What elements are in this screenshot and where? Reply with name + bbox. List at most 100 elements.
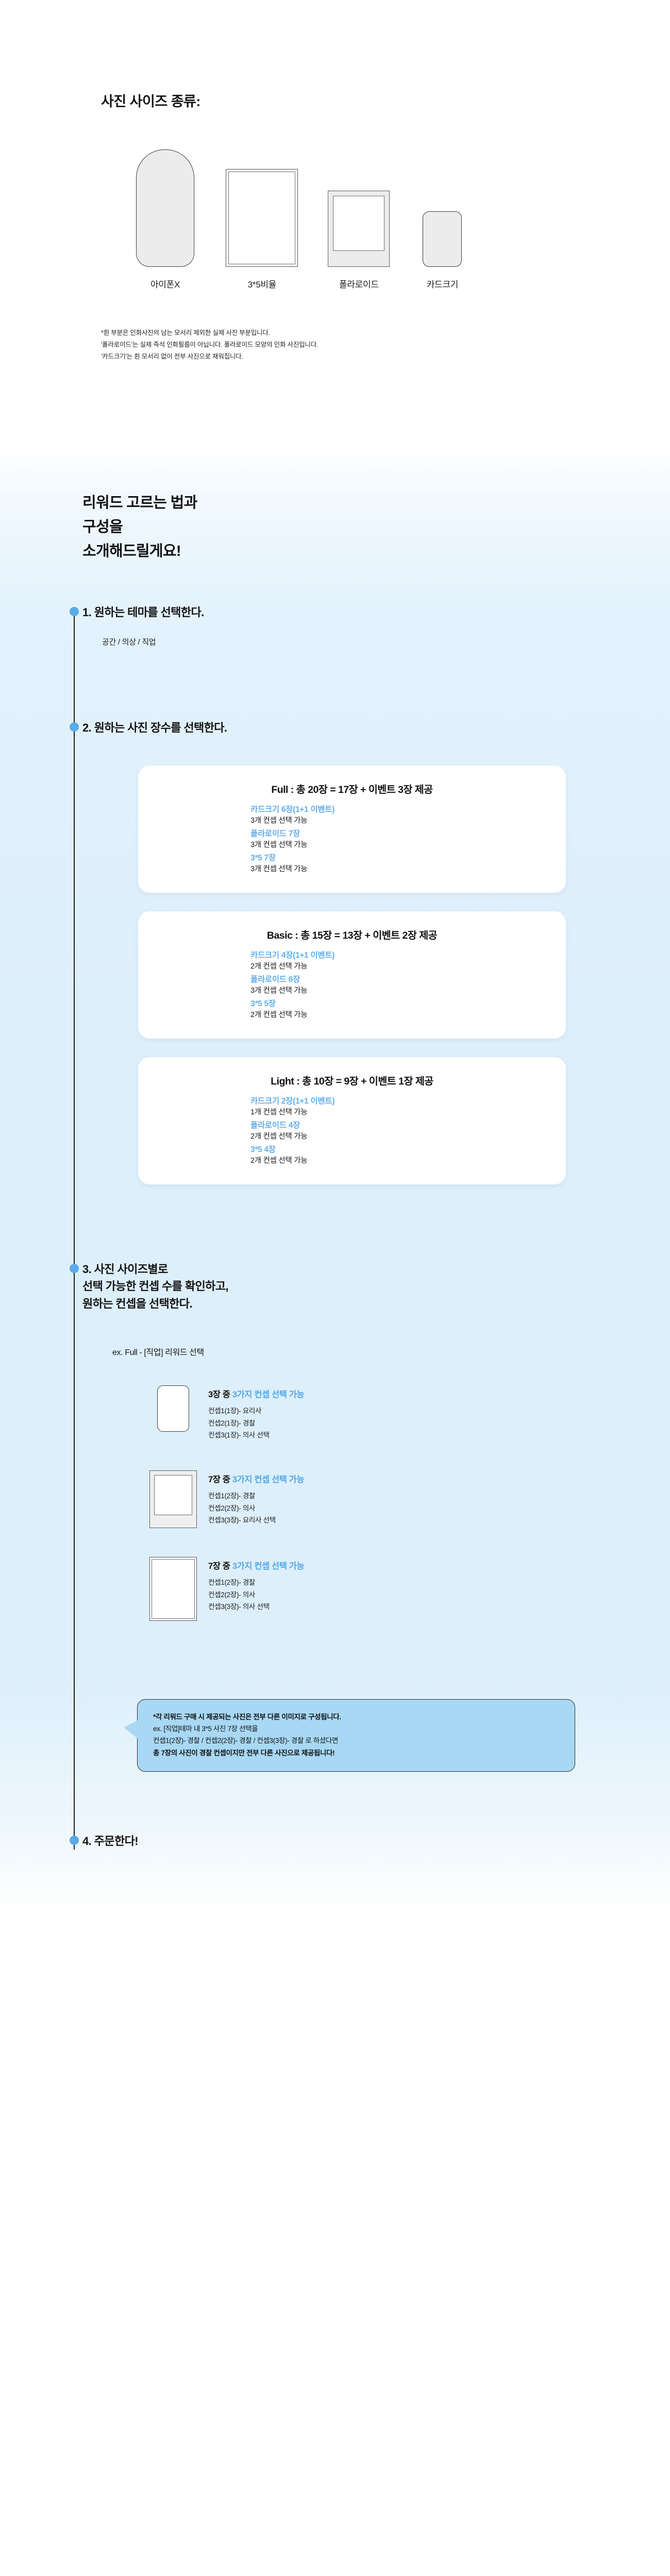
spacer — [0, 1203, 670, 1261]
reward-line-size: 카드크기 2장(1+1 이벤트) — [250, 1096, 335, 1106]
spacer — [0, 647, 670, 719]
reward-line-size: 카드크기 6장(1+1 이벤트) — [250, 805, 335, 814]
reward-card-lines: 카드크기 6장(1+1 이벤트) 3개 컨셉 선택 가능 폴라로이드 7장 3개… — [138, 803, 566, 874]
iphone-frame-wrap — [136, 133, 194, 267]
reward-line-desc: 2개 컨셉 선택 가능 — [250, 1156, 308, 1165]
step-3-heading-line: 3. 사진 사이즈별로 — [82, 1262, 168, 1276]
spacer — [0, 1650, 670, 1699]
reward-card-lines: 카드크기 4장(1+1 이벤트) 2개 컨셉 선택 가능 폴라로이드 6장 3개… — [138, 949, 566, 1020]
photo-sizes-note-line: *흰 부분은 인화사진의 남는 모서리 제외한 실제 사진 부분입니다. — [101, 329, 270, 336]
reward-line-desc: 3개 컨셉 선택 가능 — [250, 816, 308, 825]
example-body: 7장 중 3가지 컨셉 선택 가능 컨셉1(2장)- 경찰 컨셉2(2장)- 의… — [208, 1470, 305, 1527]
photo-sizes-row: 아이폰X 3*5비율 폴라로이드 — [118, 133, 478, 290]
reward-card-lines: 카드크기 2장(1+1 이벤트) 1개 컨셉 선택 가능 폴라로이드 4장 2개… — [138, 1095, 566, 1165]
reward-line-desc: 3개 컨셉 선택 가능 — [250, 986, 308, 995]
example-item: 컨셉2(1장)- 경찰 — [208, 1419, 256, 1427]
step-4-heading: 4. 주문한다! — [82, 1834, 139, 1848]
example-head: 3장 중 3가지 컨셉 선택 가능 — [208, 1387, 305, 1400]
reward-line-size: 3*5 4장 — [250, 1145, 276, 1154]
example-body: 7장 중 3가지 컨셉 선택 가능 컨셉1(2장)- 경찰 컨셉2(2장)- 의… — [208, 1557, 305, 1613]
photo-3x5-frame-icon — [149, 1556, 197, 1621]
bubble-line: ex. [직업]테마 내 3*5 사진 7장 선택을 — [153, 1725, 258, 1733]
example-head-highlight: 3가지 컨셉 선택 가능 — [232, 1475, 305, 1484]
size-label-3x5: 3*5비율 — [247, 280, 277, 290]
example-body: 3장 중 3가지 컨셉 선택 가능 컨셉1(1장)- 요리사 컨셉2(1장)- … — [208, 1385, 305, 1442]
example-head: 7장 중 3가지 컨셉 선택 가능 — [208, 1559, 305, 1571]
polaroid-frame-icon — [149, 1470, 197, 1528]
example-rows: 3장 중 3가지 컨셉 선택 가능 컨셉1(1장)- 요리사 컨셉2(1장)- … — [138, 1385, 670, 1621]
reward-card-full[interactable]: Full : 총 20장 = 17장 + 이벤트 3장 제공 카드크기 6장(1… — [138, 765, 566, 893]
reward-line-size: 3*5 5장 — [250, 999, 276, 1008]
example-head-prefix: 7장 중 — [208, 1561, 232, 1571]
size-label-polaroid: 폴라로이드 — [339, 280, 379, 290]
step-3-heading: 3. 사진 사이즈별로 선택 가능한 컨셉 수를 확인하고, 원하는 컨셉을 선… — [82, 1261, 670, 1312]
iphone-frame-icon — [136, 149, 194, 267]
example-row-polaroid: 7장 중 3가지 컨셉 선택 가능 컨셉1(2장)- 경찰 컨셉2(2장)- 의… — [138, 1470, 670, 1528]
step-3-heading-line: 선택 가능한 컨셉 수를 확인하고, — [82, 1280, 228, 1293]
example-item: 컨셉1(1장)- 요리사 — [208, 1407, 262, 1415]
step-1-subtext: 공간 / 의상 / 직업 — [102, 638, 156, 647]
example-item: 컨셉1(2장)- 경찰 — [208, 1492, 256, 1500]
size-item-3x5: 3*5비율 — [213, 133, 311, 290]
example-item: 컨셉2(2장)- 의사 — [208, 1504, 256, 1512]
info-bubble: *각 리워드 구매 시 제공되는 사진은 전부 다른 이미지로 구성됩니다. e… — [123, 1699, 575, 1772]
step-3-heading-line: 원하는 컨셉을 선택한다. — [82, 1297, 193, 1310]
reward-line-size: 폴라로이드 4장 — [250, 1121, 300, 1130]
guide-heading-line: 소개해드릴게요! — [82, 543, 181, 560]
example-row-card: 3장 중 3가지 컨셉 선택 가능 컨셉1(1장)- 요리사 컨셉2(1장)- … — [138, 1385, 670, 1442]
reward-line-size: 카드크기 4장(1+1 이벤트) — [250, 951, 335, 960]
bubble-line: *각 리워드 구매 시 제공되는 사진은 전부 다른 이미지로 구성됩니다. — [153, 1713, 341, 1721]
reward-line-size: 3*5 7장 — [250, 853, 276, 862]
size-item-card: 카드크기 — [407, 133, 478, 290]
example-thumb-polaroid — [138, 1470, 208, 1528]
size-label-card: 카드크기 — [426, 280, 459, 290]
polaroid-inner — [333, 196, 385, 251]
guide-heading-line: 리워드 고르는 법과 — [82, 495, 197, 511]
polaroid-inner — [154, 1475, 192, 1515]
spacer — [0, 737, 670, 766]
card-size-frame-wrap — [423, 133, 462, 267]
example-head-highlight: 3가지 컨셉 선택 가능 — [232, 1390, 305, 1400]
timeline-line — [74, 609, 75, 1850]
timeline-dot-step-1 — [70, 606, 79, 616]
photo-sizes-note-line: '카드크기'는 흰 모서리 없이 전부 사진으로 채워집니다. — [101, 353, 243, 361]
reward-line-desc: 2개 컨셉 선택 가능 — [250, 1132, 308, 1141]
timeline-dot-step-4 — [70, 1835, 79, 1845]
reward-line-desc: 1개 컨셉 선택 가능 — [250, 1108, 308, 1116]
example-item: 컨셉3(3장)- 의사 선택 — [208, 1603, 270, 1611]
step-2: 2. 원하는 사진 장수를 선택한다. — [0, 719, 670, 736]
photo-sizes-section: 사진 사이즈 종류: 아이폰X 3*5비율 — [0, 0, 670, 451]
reward-cards-list: Full : 총 20장 = 17장 + 이벤트 3장 제공 카드크기 6장(1… — [138, 765, 566, 1184]
reward-card-title: Light : 총 10장 = 9장 + 이벤트 1장 제공 — [271, 1075, 433, 1087]
reward-card-basic[interactable]: Basic : 총 15장 = 13장 + 이벤트 2장 제공 카드크기 4장(… — [138, 911, 566, 1039]
photo-sizes-notes: *흰 부분은 인화사진의 남는 모서리 제외한 실제 사진 부분입니다. '폴라… — [101, 327, 670, 363]
polaroid-frame-icon — [328, 191, 390, 267]
guide-page: 사진 사이즈 종류: 아이폰X 3*5비율 — [0, 0, 670, 1912]
spacer — [0, 1312, 670, 1345]
polaroid-frame-wrap — [328, 133, 390, 267]
example-row-3x5: 7장 중 3가지 컨셉 선택 가능 컨셉1(2장)- 경찰 컨셉2(2장)- 의… — [138, 1556, 670, 1621]
example-head-highlight: 3가지 컨셉 선택 가능 — [232, 1561, 305, 1571]
reward-line-desc: 2개 컨셉 선택 가능 — [250, 962, 308, 971]
reward-card-light[interactable]: Light : 총 10장 = 9장 + 이벤트 1장 제공 카드크기 2장(1… — [138, 1057, 566, 1184]
photo-3x5-inner — [228, 172, 296, 264]
reward-line-size: 폴라로이드 6장 — [250, 975, 300, 984]
example-thumb-card — [138, 1385, 208, 1432]
reward-line-desc: 2개 컨셉 선택 가능 — [250, 1010, 308, 1019]
example-head-prefix: 3장 중 — [208, 1390, 232, 1400]
size-item-polaroid: 폴라로이드 — [311, 133, 407, 290]
step-1-heading: 1. 원하는 테마를 선택한다. — [82, 605, 204, 619]
example-item: 컨셉3(1장)- 의사 선택 — [208, 1431, 270, 1439]
bubble-line: 컨셉1(2장)- 경찰 / 컨셉2(2장)- 경찰 / 컨셉3(3장)- 경찰 … — [153, 1737, 339, 1745]
photo-3x5-inner — [152, 1558, 195, 1619]
timeline-dot-step-3 — [70, 1263, 79, 1273]
example-item: 컨셉1(2장)- 경찰 — [208, 1578, 256, 1586]
size-label-iphone: 아이폰X — [150, 280, 180, 290]
reward-card-title: Basic : 총 15장 = 13장 + 이벤트 2장 제공 — [266, 929, 438, 941]
bubble-line: 총 7장의 사진이 경찰 컨셉이지만 전부 다른 사진으로 제공됩니다! — [153, 1749, 335, 1757]
reward-guide-section: 리워드 고르는 법과 구성을 소개해드릴게요! 1. 원하는 테마를 선택한다.… — [0, 451, 670, 1912]
photo-3x5-frame-icon — [226, 169, 298, 267]
example-item: 컨셉3(3장)- 요리사 선택 — [208, 1516, 276, 1524]
info-bubble-wrap: *각 리워드 구매 시 제공되는 사진은 전부 다른 이미지로 구성됩니다. e… — [123, 1699, 575, 1772]
reward-line-desc: 3개 컨셉 선택 가능 — [250, 865, 308, 873]
